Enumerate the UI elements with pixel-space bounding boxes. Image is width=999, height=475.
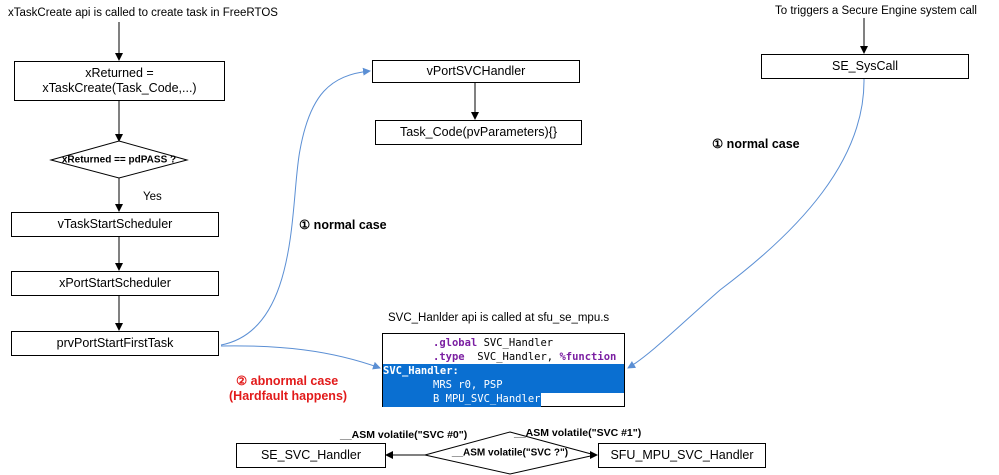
box-xreturned-line2: xTaskCreate(Task_Code,...) — [42, 81, 197, 95]
box-vtaskstartscheduler: vTaskStartScheduler — [11, 212, 219, 237]
code-keyword-global: .global — [433, 337, 478, 349]
code-line-branch: B MPU_SVC_Handler — [383, 392, 541, 407]
code-line-global: .global SVC_Handler — [433, 336, 553, 351]
box-sesyscall: SE_SysCall — [761, 54, 969, 79]
box-se-svc-handler: SE_SVC_Handler — [236, 443, 386, 468]
decision-svc-text: __ASM volatile("SVC ?") — [451, 447, 569, 459]
annotation-normal-case-left: ① normal case — [299, 218, 387, 232]
code-keyword-type: .type — [433, 351, 465, 363]
curve-normal-right — [627, 78, 865, 369]
decision-pdpass-text: xReturned == pdPASS ? — [61, 154, 177, 166]
label-yes: Yes — [143, 191, 162, 203]
box-xreturned-line1: xReturned = — [85, 66, 154, 80]
box-xportstartscheduler: xPortStartScheduler — [11, 271, 219, 296]
note-svc-api: SVC_Hanlder api is called at sfu_se_mpu.… — [388, 312, 610, 324]
box-prvportstartfirsttask: prvPortStartFirstTask — [11, 331, 219, 356]
code-line-type: .type SVC_Handler, %function — [433, 350, 616, 365]
decision-svc-diamond — [424, 431, 596, 475]
annotation-svc0: __ASM volatile("SVC #0") — [340, 429, 468, 441]
code-global-symbol: SVC_Handler — [477, 337, 554, 349]
code-line-label: SVC_Handler: — [383, 364, 624, 379]
curve-normal-left — [220, 67, 371, 346]
curve-abnormal — [220, 345, 381, 370]
annotation-svc1: __ASM volatile("SVC #1") — [514, 427, 642, 439]
annotation-abnormal-case: ② abnormal case — [236, 374, 339, 388]
code-block-svc-handler: .global SVC_Handler .type SVC_Handler, %… — [382, 333, 625, 407]
decision-pdpass-diamond — [49, 140, 189, 179]
box-taskcode: Task_Code(pvParameters){} — [375, 120, 582, 145]
code-line-mrs: MRS r0, PSP — [383, 378, 624, 393]
box-xreturned: xReturned = xTaskCreate(Task_Code,...) — [14, 61, 225, 101]
annotation-hardfault: (Hardfault happens) — [229, 389, 348, 403]
note-secure-call: To triggers a Secure Engine system call — [775, 5, 977, 17]
box-sfu-mpu-svc-handler: SFU_MPU_SVC_Handler — [598, 443, 766, 468]
box-vportsvchandler: vPortSVCHandler — [372, 60, 580, 83]
note-create-api: xTaskCreate api is called to create task… — [8, 7, 278, 19]
annotation-normal-case-right: ① normal case — [712, 137, 800, 151]
code-type-symbol: SVC_Handler, — [464, 351, 560, 363]
code-keyword-function: %function — [559, 351, 617, 363]
